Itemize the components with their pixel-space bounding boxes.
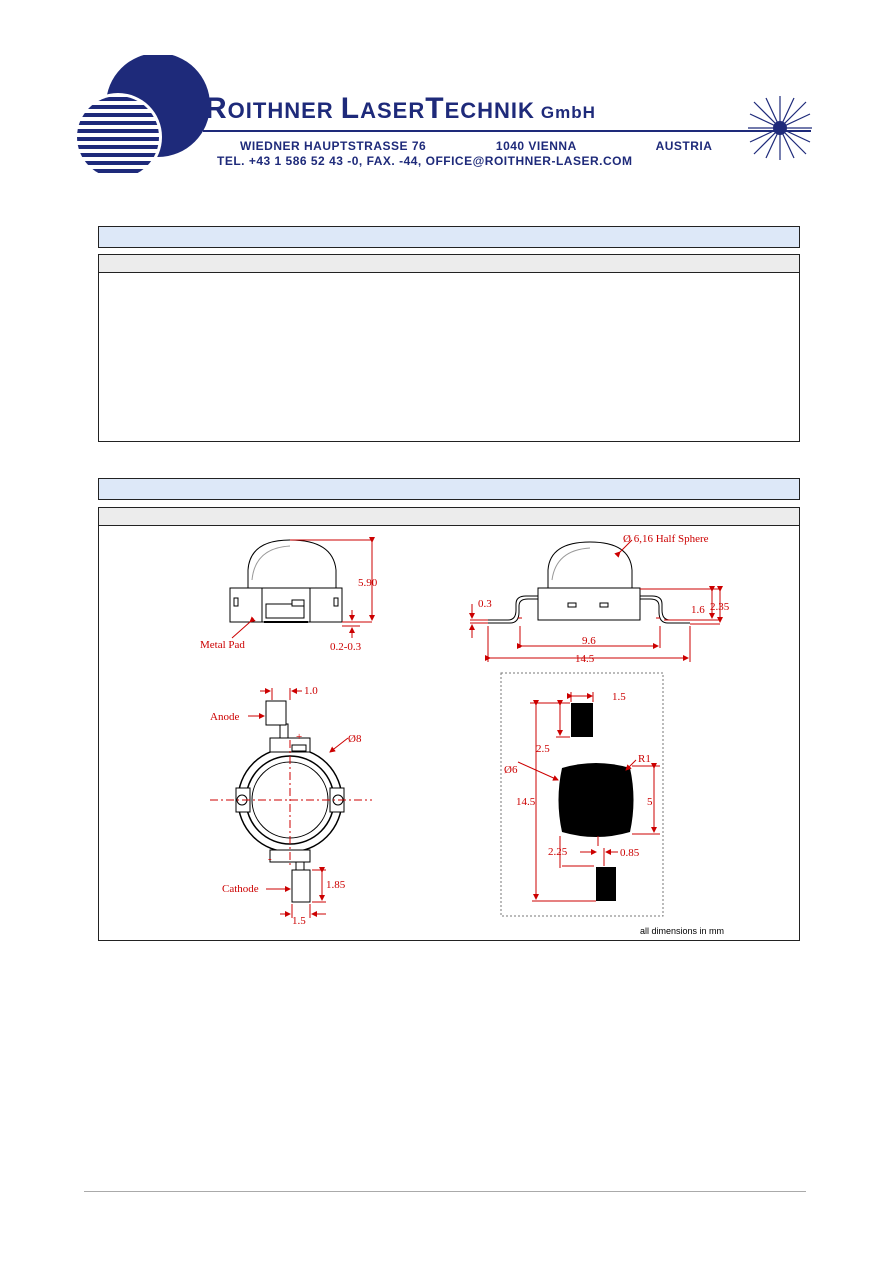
dim-590: 5.90 [358, 577, 378, 589]
dim-185: 1.85 [326, 879, 346, 891]
dim-03: 0.3 [478, 598, 492, 610]
label-plus: + [296, 731, 302, 743]
label-minus: - [268, 853, 272, 865]
dim-dia8: Ø8 [348, 733, 362, 745]
dim-15-pad: 1.5 [612, 691, 626, 703]
dim-145-side: 14.5 [575, 653, 595, 665]
dim-25: 2.5 [536, 743, 550, 755]
dim-5: 5 [647, 796, 653, 808]
contact-line: TEL. +43 1 586 52 43 -0, FAX. -44, OFFIC… [217, 154, 633, 168]
label-cathode: Cathode [222, 883, 259, 895]
dim-dia6: Ø6 [504, 764, 518, 776]
company-logo [74, 55, 210, 181]
section-panel-1 [98, 254, 800, 442]
dimensions-note: all dimensions in mm [640, 926, 725, 936]
dim-r1: R1 [638, 753, 651, 765]
dim-225: 2.25 [548, 846, 568, 858]
dim-16: 1.6 [691, 604, 705, 616]
address-line: WIEDNER HAUPTSTRASSE 76 1040 VIENNA AUST… [240, 139, 712, 153]
footer-rule [84, 1191, 806, 1192]
dim-085: 0.85 [620, 847, 640, 859]
section-bar-2 [98, 478, 800, 500]
city: 1040 VIENNA [495, 139, 577, 153]
dim-145-pad: 14.5 [516, 796, 536, 808]
dim-0203: 0.2-0.3 [330, 641, 362, 653]
dim-235: 2.35 [710, 601, 730, 613]
dim-10: 1.0 [304, 685, 318, 697]
label-half-sphere: Ø 6,16 Half Sphere [623, 533, 709, 545]
front-view: 5.90 Metal Pad 0.2-0.3 [200, 537, 378, 653]
side-view: Ø 6,16 Half Sphere 0.3 1.6 2.35 9.6 14.5 [469, 533, 730, 665]
dim-15-bottom: 1.5 [292, 915, 306, 927]
section-subbar-1 [99, 255, 799, 273]
section-panel-2 [98, 507, 800, 941]
header-rule [203, 130, 811, 132]
laser-star-icon [748, 96, 812, 160]
top-view: 1.0 Anode + Ø8 - Cathode 1.85 1.5 [210, 685, 372, 927]
section-bar-1 [98, 226, 800, 248]
dim-96: 9.6 [582, 635, 596, 647]
pad-layout-view: 1.5 2.5 R1 Ø6 14.5 5 2.25 0.85 [500, 672, 664, 917]
street: WIEDNER HAUPTSTRASSE 76 [240, 139, 427, 153]
label-metal-pad: Metal Pad [200, 639, 245, 651]
country: AUSTRIA [655, 139, 713, 153]
section-subbar-2 [99, 508, 799, 526]
label-anode: Anode [210, 711, 239, 723]
